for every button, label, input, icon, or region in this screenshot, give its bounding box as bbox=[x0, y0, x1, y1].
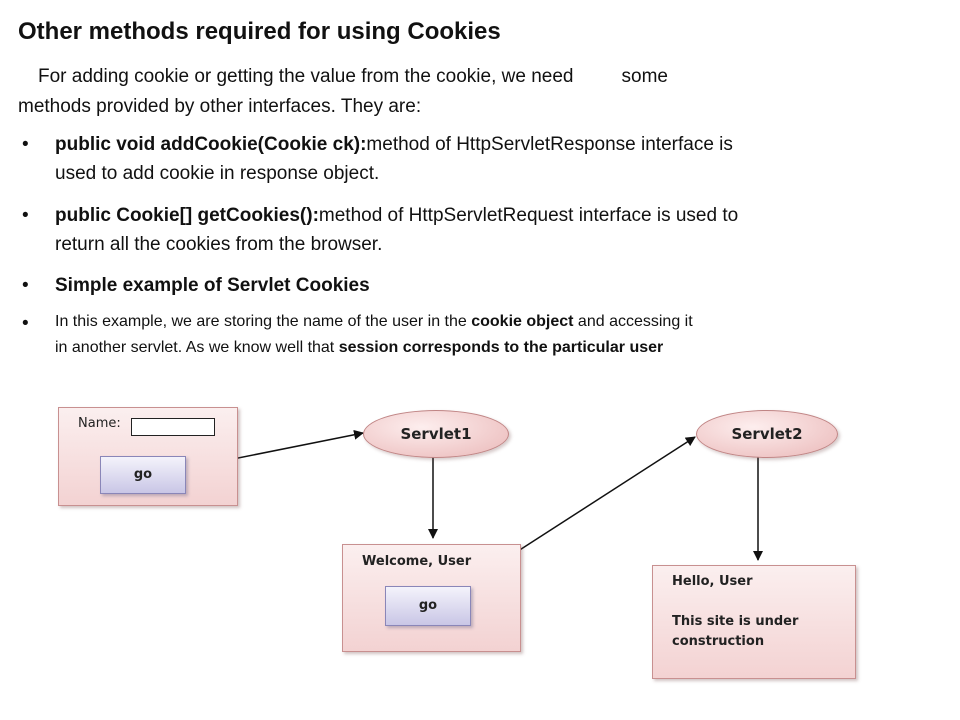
bullet-text: and accessing it bbox=[573, 313, 693, 330]
bullet-marker: • bbox=[22, 275, 29, 296]
bullet-bold: cookie object bbox=[471, 313, 574, 330]
bullet-bold: public void addCookie(Cookie ck): bbox=[55, 134, 367, 155]
bullet-bold: Simple example of Servlet Cookies bbox=[55, 275, 370, 296]
bullet-text: In this example, we are storing the name… bbox=[55, 313, 472, 330]
servlet2-node: Servlet2 bbox=[696, 410, 838, 458]
bullet-marker: • bbox=[22, 205, 29, 226]
bullet-text: in another servlet. As we know well that bbox=[55, 339, 339, 356]
bullet-example-heading: Simple example of Servlet Cookies bbox=[55, 271, 935, 300]
bullet-bold: session corresponds to the particular us… bbox=[338, 339, 664, 356]
bullet-get-cookies: public Cookie[] getCookies():method of H… bbox=[55, 201, 935, 259]
intro-text-1: For adding cookie or getting the value f… bbox=[38, 66, 574, 87]
name-input[interactable] bbox=[131, 418, 215, 436]
intro-text-3: methods provided by other interfaces. Th… bbox=[18, 96, 422, 117]
bullet-text: return all the cookies from the browser. bbox=[55, 234, 383, 255]
hello-box bbox=[652, 565, 856, 679]
hello-text: Hello, User bbox=[672, 574, 753, 589]
page-title: Other methods required for using Cookies bbox=[18, 18, 501, 45]
servlet1-node: Servlet1 bbox=[363, 410, 509, 458]
welcome-text: Welcome, User bbox=[362, 554, 472, 569]
bullet-text: used to add cookie in response object. bbox=[55, 163, 380, 184]
bullet-marker: • bbox=[22, 134, 29, 155]
name-label: Name: bbox=[78, 416, 121, 431]
go-button[interactable]: go bbox=[100, 456, 186, 494]
construction-text-line2: construction bbox=[672, 634, 765, 649]
construction-text-line1: This site is under bbox=[672, 614, 799, 629]
bullet-text: method of HttpServletRequest interface i… bbox=[318, 205, 739, 226]
bullet-text: method of HttpServletResponse interface … bbox=[366, 134, 733, 155]
intro-paragraph: For adding cookie or getting the value f… bbox=[18, 62, 918, 122]
bullet-example-description: In this example, we are storing the name… bbox=[55, 309, 935, 361]
bullet-marker: • bbox=[22, 313, 29, 334]
intro-text-2: some bbox=[621, 66, 668, 87]
bullet-bold: public Cookie[] getCookies(): bbox=[55, 205, 319, 226]
cookie-flow-diagram: Name: go Servlet1 Servlet2 Welcome, User… bbox=[0, 380, 960, 720]
welcome-go-button[interactable]: go bbox=[385, 586, 471, 626]
bullet-add-cookie: public void addCookie(Cookie ck):method … bbox=[55, 130, 935, 188]
